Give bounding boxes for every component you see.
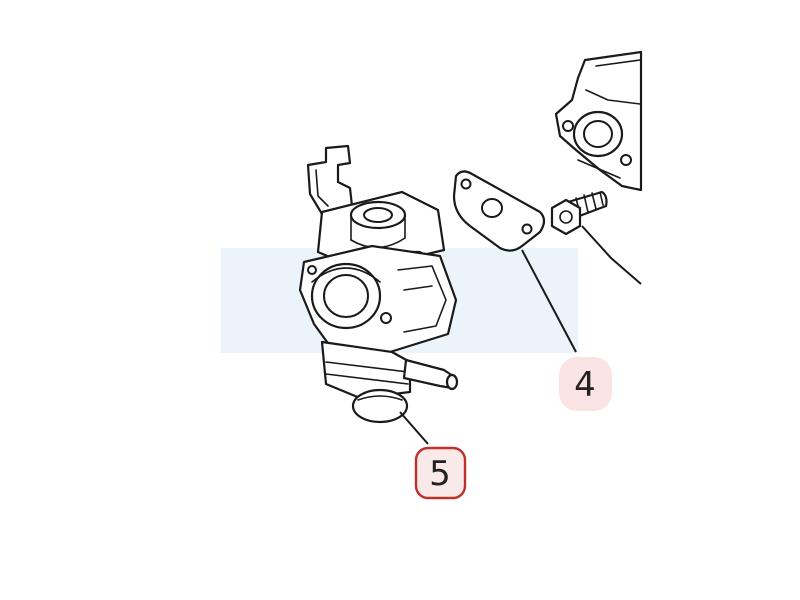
gasket-part[interactable] <box>452 170 546 252</box>
callout-4-badge <box>559 357 612 411</box>
callout-5-badge <box>414 446 467 500</box>
bolt-part[interactable] <box>550 190 608 236</box>
engine-block-part <box>554 50 643 192</box>
leader-lines <box>399 225 642 445</box>
leader-line-4 <box>521 249 577 353</box>
leader-line-5 <box>399 411 429 445</box>
callout-4-label: 4 <box>574 365 596 405</box>
leader-line-bolt <box>581 225 642 285</box>
carburetor-part[interactable] <box>298 144 459 424</box>
callout-5[interactable]: 5 <box>414 446 467 500</box>
callout-5-label: 5 <box>429 454 451 494</box>
callout-4[interactable]: 4 <box>559 357 612 411</box>
